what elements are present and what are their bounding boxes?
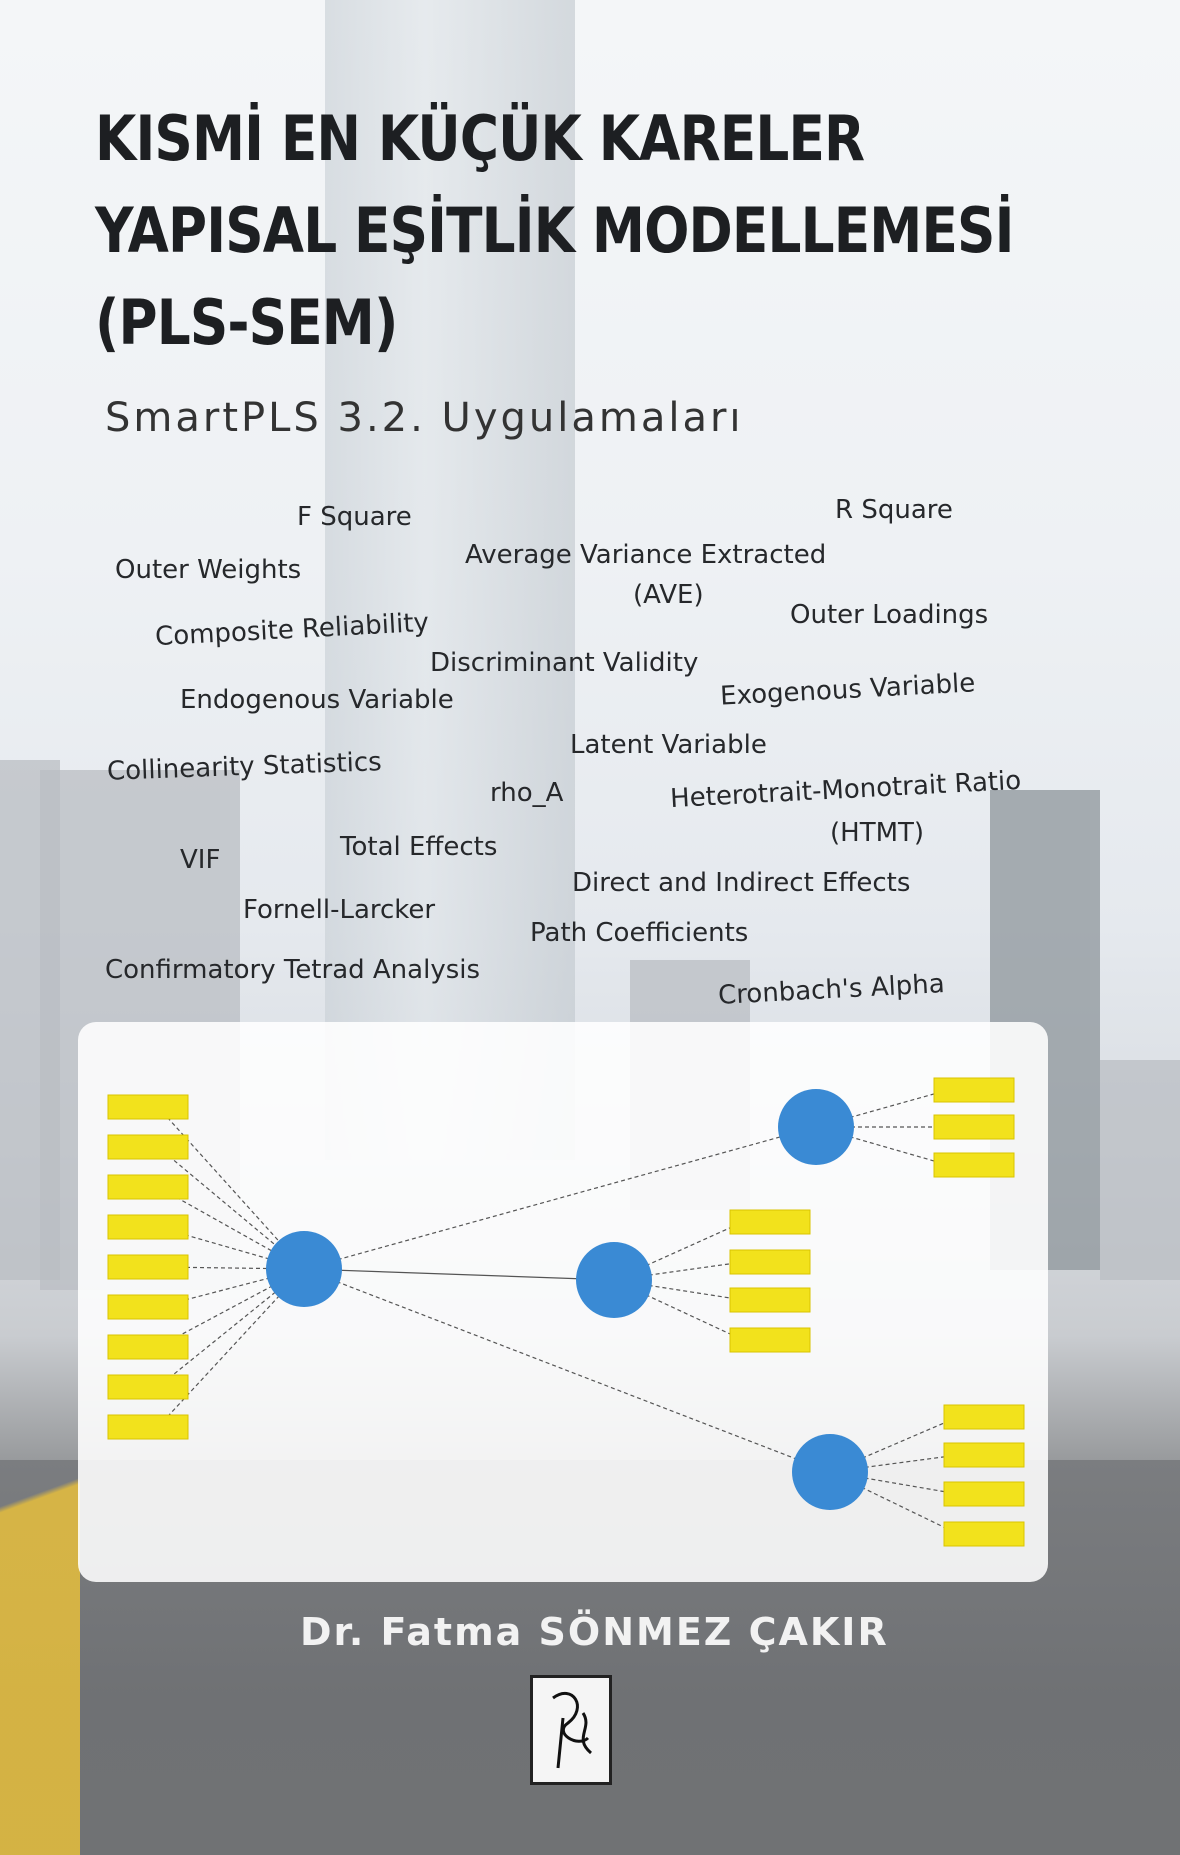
term-htmt: Heterotrait-Monotrait Ratio: [669, 765, 1022, 815]
term-exogenous-variable: Exogenous Variable: [719, 668, 976, 712]
title-line-3: (PLS-SEM): [95, 286, 398, 359]
building: [1100, 1060, 1180, 1280]
term-cronbachs-alpha: Cronbach's Alpha: [717, 969, 946, 1011]
term-ave-abbr: (AVE): [633, 580, 704, 610]
skyscraper: [325, 0, 575, 1160]
term-confirmatory-tetrad: Confirmatory Tetrad Analysis: [105, 955, 481, 985]
term-ave: Average Variance Extracted: [465, 540, 827, 570]
title-line-1: KISMİ EN KÜÇÜK KARELER: [95, 102, 865, 175]
lane-marking: [0, 1255, 80, 1855]
term-outer-weights: Outer Weights: [115, 555, 302, 585]
term-htmt-abbr: (HTMT): [830, 818, 925, 848]
publisher-logo-icon: [530, 1675, 612, 1785]
path-model-panel: [78, 1022, 1048, 1582]
author-name: Dr. Fatma SÖNMEZ ÇAKIR: [300, 1610, 889, 1654]
title-line-2: YAPISAL EŞİTLİK MODELLEMESİ: [95, 194, 1014, 267]
pls-path-model-diagram-icon: [107, 1077, 1025, 1547]
term-direct-indirect-effects: Direct and Indirect Effects: [572, 868, 911, 898]
term-latent-variable: Latent Variable: [570, 730, 767, 760]
term-r-square: R Square: [835, 495, 953, 525]
term-path-coefficients: Path Coefficients: [530, 918, 749, 948]
subtitle: SmartPLS 3.2. Uygulamaları: [105, 395, 744, 441]
term-outer-loadings: Outer Loadings: [790, 600, 989, 630]
term-f-square: F Square: [297, 502, 412, 532]
term-endogenous-variable: Endogenous Variable: [180, 685, 454, 715]
term-total-effects: Total Effects: [340, 832, 498, 862]
term-fornell-larcker: Fornell-Larcker: [243, 895, 436, 925]
term-rho-a: rho_A: [490, 778, 564, 808]
term-vif: VIF: [180, 845, 221, 875]
term-discriminant-validity: Discriminant Validity: [430, 648, 699, 678]
